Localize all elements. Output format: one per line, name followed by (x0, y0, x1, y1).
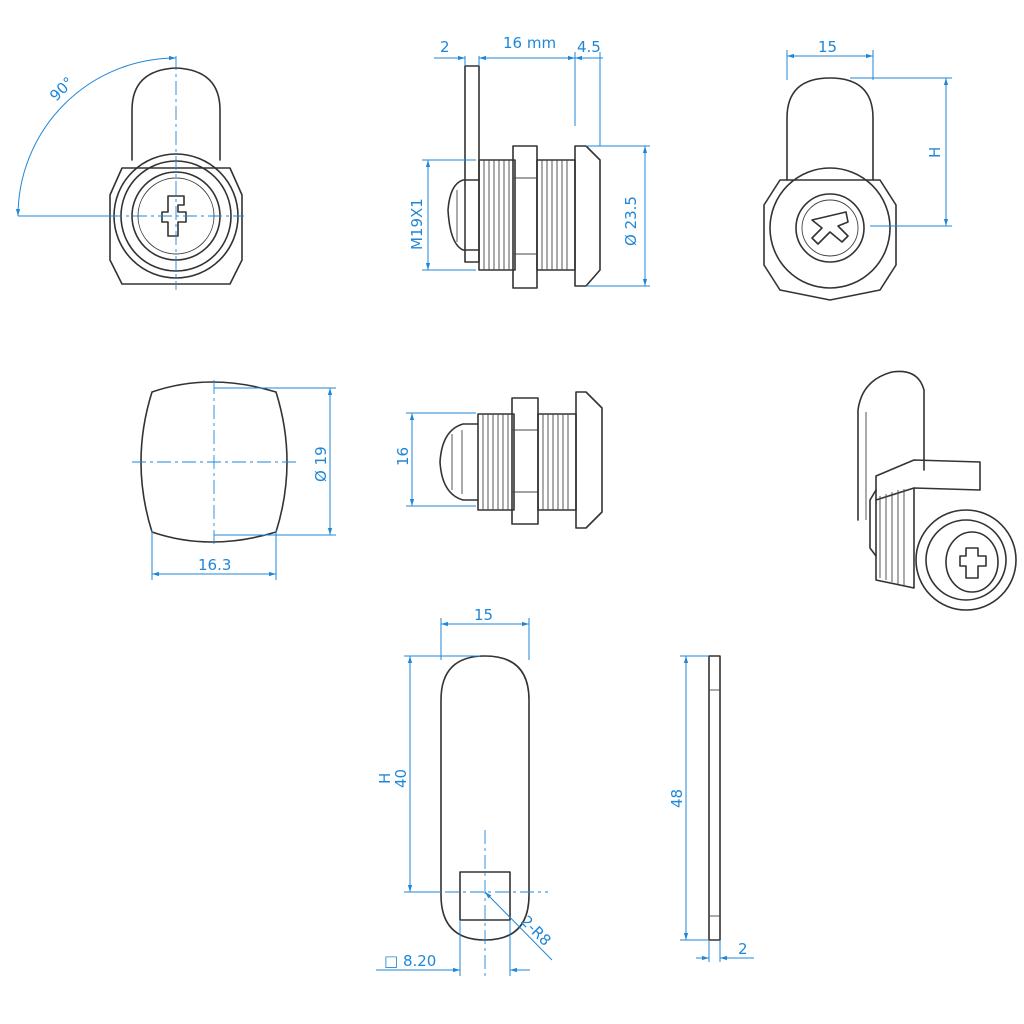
key-head-2 (439, 423, 479, 501)
side-plain-height-label: 16 (394, 447, 412, 466)
length-label: 16 mm (503, 34, 556, 52)
rear-flange (769, 167, 891, 289)
rotation-label: 90° (46, 73, 78, 105)
iso-thread-left (869, 489, 877, 557)
screw-icon (811, 211, 849, 245)
flange (574, 145, 601, 287)
cam-width-label: 15 (474, 606, 493, 624)
side-view: 2 16 mm 4.5 M19X1 Ø 23.5 (408, 34, 650, 289)
thread-lines-right (541, 160, 568, 270)
iso-hex-side (875, 487, 915, 589)
rear-hub-inner (801, 199, 859, 257)
rear-height-label: H (926, 147, 944, 158)
hex-nut-2 (511, 397, 539, 525)
rotation-arc (15, 55, 177, 217)
cam-edge-length-label: 48 (668, 789, 686, 808)
cam-length-label: 40 (392, 769, 410, 788)
flange-label: 4.5 (577, 38, 601, 56)
cam-edge (708, 655, 721, 941)
flange-2 (575, 391, 603, 529)
iso-cam (857, 370, 925, 521)
thread-body-2r (537, 413, 577, 511)
cutout-width-label: 16.3 (198, 556, 231, 574)
iso-keyway-icon (959, 547, 987, 579)
thread-body-left (478, 159, 516, 271)
cam-outline (440, 655, 530, 941)
cam-square-hole (459, 871, 511, 921)
iso-flange (915, 509, 1017, 611)
isometric-view (857, 370, 1017, 611)
hex-nut-outline (109, 167, 243, 285)
cam-h-label: H (376, 773, 394, 784)
thread-lines-left (483, 160, 510, 270)
cam-rear (786, 77, 874, 181)
front-view: 90° (15, 55, 244, 290)
cam-edge-thickness-label: 2 (738, 940, 748, 958)
rear-width-label: 15 (818, 38, 837, 56)
cam-edge-view: 48 2 (668, 655, 754, 962)
cam-view: 15 H 40 □ 8.20 2-R8 (376, 606, 555, 980)
rear-hub (795, 193, 865, 263)
hex-nut (512, 145, 538, 289)
thread-body-2l (477, 413, 515, 511)
hex-rear (763, 179, 897, 301)
cutout-diameter-label: Ø 19 (312, 446, 330, 482)
key-head (447, 179, 480, 251)
cam-plate (464, 65, 480, 263)
rear-view: 15 H (763, 38, 952, 301)
thread-label: M19X1 (408, 198, 426, 250)
side-plain-view: 16 (394, 391, 603, 529)
cutout-view: Ø 19 16.3 (132, 380, 336, 580)
thread-body-right (536, 159, 576, 271)
iso-flange-inner (925, 519, 1007, 601)
iso-plug (945, 531, 999, 593)
cam-square-label: □ 8.20 (384, 952, 436, 970)
thickness-label: 2 (440, 38, 450, 56)
diameter-label: Ø 23.5 (622, 196, 640, 246)
